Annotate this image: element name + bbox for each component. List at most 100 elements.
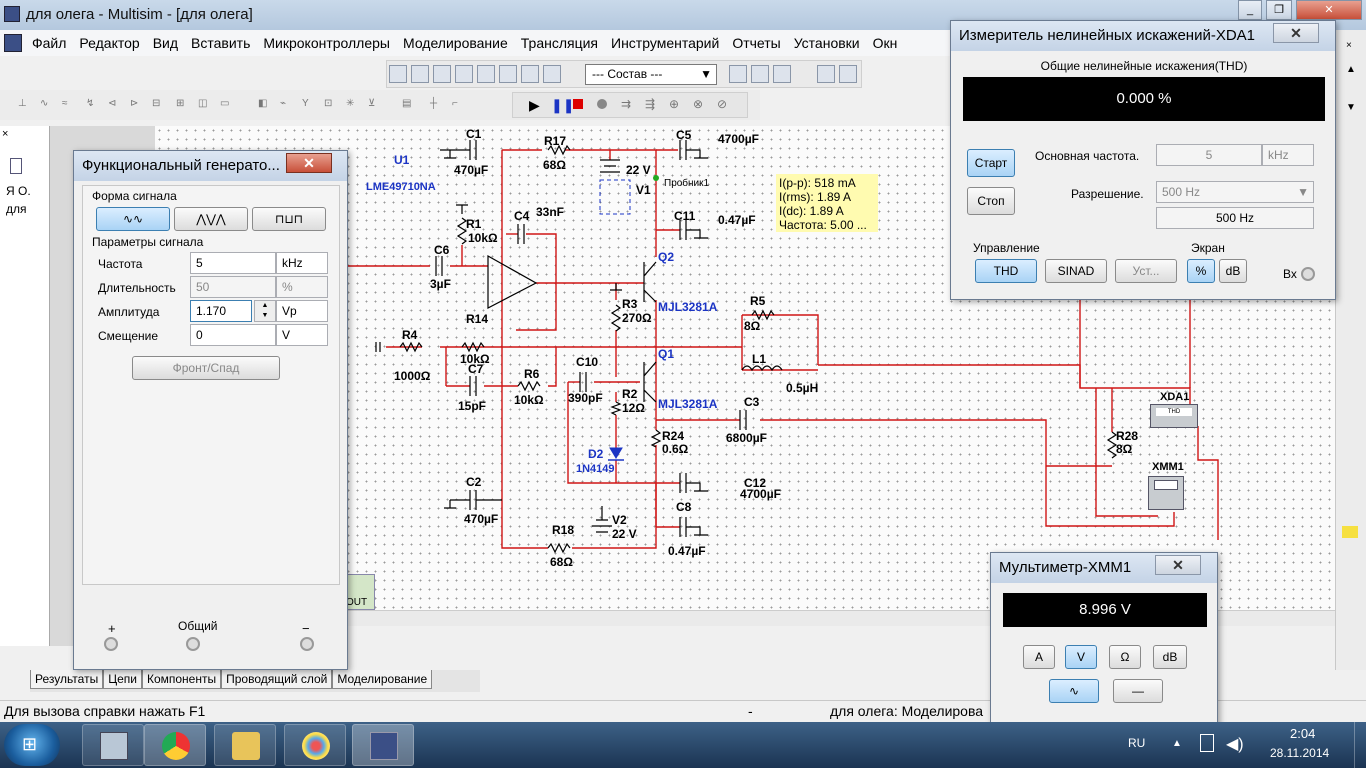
menu-edit[interactable]: Редактор — [79, 35, 140, 51]
run-icon[interactable]: ▶ — [529, 97, 540, 113]
ohm-button[interactable]: Ω — [1109, 645, 1141, 669]
toolbar-icon[interactable] — [751, 65, 769, 83]
probe-marker[interactable] — [653, 175, 659, 181]
component-icon[interactable]: ✳ — [346, 98, 355, 109]
component-icon[interactable]: ⌐ — [452, 98, 458, 109]
chevron-down-icon[interactable]: ▼ — [261, 312, 269, 319]
settings-button[interactable]: Уст... — [1115, 259, 1177, 283]
restore-icon[interactable]: ❐ — [1266, 0, 1292, 20]
thd-button[interactable]: THD — [975, 259, 1037, 283]
breakpoint-icon[interactable] — [597, 99, 607, 109]
percent-button[interactable]: % — [1187, 259, 1215, 283]
zoom-icon[interactable] — [817, 65, 835, 83]
close-icon[interactable]: ✕ — [286, 153, 332, 173]
rise-fall-button[interactable]: Фронт/Спад — [132, 356, 280, 380]
dc-mode-button[interactable]: — — [1113, 679, 1163, 703]
menu-file[interactable]: Файл — [32, 35, 67, 51]
menu-tools[interactable]: Инструментарий — [611, 35, 720, 51]
step-icon[interactable]: ⇉ — [621, 97, 632, 111]
tab-copper-layers[interactable]: Проводящий слой — [221, 670, 333, 689]
offset-unit[interactable]: V — [276, 324, 328, 346]
component-icon[interactable]: ◧ — [258, 98, 268, 109]
menu-view[interactable]: Вид — [152, 35, 179, 51]
taskbar-explorer[interactable] — [214, 724, 276, 766]
menu-transfer[interactable]: Трансляция — [520, 35, 599, 51]
component-icon[interactable]: ⊡ — [324, 98, 333, 109]
volt-button[interactable]: V — [1065, 645, 1097, 669]
taskbar-multisim[interactable] — [352, 724, 414, 766]
component-icon[interactable]: ▭ — [220, 98, 230, 109]
toolbar-icon[interactable] — [433, 65, 451, 83]
toolbar-icon[interactable] — [411, 65, 429, 83]
component-icon[interactable]: ⊳ — [130, 98, 139, 109]
close-window-icon[interactable]: ✕ — [1296, 0, 1362, 20]
frequency-input[interactable]: 5 — [190, 252, 276, 274]
component-icon[interactable]: ⊥ — [18, 98, 27, 109]
toolbar-icon[interactable] — [729, 65, 747, 83]
pause-icon[interactable]: ❚❚ — [551, 97, 575, 113]
start-button[interactable]: ⊞ — [4, 724, 60, 766]
toolbar-icon[interactable] — [773, 65, 791, 83]
component-icon[interactable]: ⊟ — [152, 98, 161, 109]
tab-nets[interactable]: Цепи — [103, 670, 142, 689]
duty-input[interactable]: 50 — [190, 276, 276, 298]
duty-unit[interactable]: % — [276, 276, 328, 298]
component-icon[interactable]: ◫ — [198, 98, 208, 109]
taskbar-paint[interactable] — [284, 724, 346, 766]
ampere-button[interactable]: A — [1023, 645, 1055, 669]
volume-icon[interactable]: ◀) — [1226, 736, 1244, 753]
close-icon[interactable]: ✕ — [1155, 555, 1201, 575]
component-icon[interactable]: ▤ — [402, 98, 412, 109]
component-icon[interactable]: Y — [302, 98, 309, 109]
component-icon[interactable]: ⌁ — [280, 98, 287, 109]
square-wave-button[interactable]: ⊓⊔⊓ — [252, 207, 326, 231]
minus-terminal[interactable] — [300, 637, 314, 651]
tree-item[interactable]: для — [6, 202, 27, 216]
chevron-up-icon[interactable]: ▲ — [261, 302, 269, 309]
mode-select[interactable]: --- Состав ---▼ — [585, 64, 717, 85]
close-icon[interactable]: × — [1346, 40, 1352, 51]
distortion-analyzer-instrument[interactable]: THD — [1148, 390, 1200, 430]
plus-terminal[interactable] — [104, 637, 118, 651]
input-terminal[interactable] — [1301, 267, 1315, 281]
component-icon[interactable]: ∿ — [40, 98, 49, 109]
amplitude-input[interactable]: 1.170 — [190, 300, 252, 322]
toolbar-icon[interactable] — [521, 65, 539, 83]
menu-insert[interactable]: Вставить — [191, 35, 251, 51]
component-icon[interactable]: ↯ — [86, 98, 95, 109]
amplitude-stepper[interactable]: ▲▼ — [254, 300, 276, 322]
probe-icon[interactable]: ⊗ — [693, 97, 704, 111]
menu-reports[interactable]: Отчеты — [732, 35, 781, 51]
probe-readout[interactable]: I(p-p): 518 mA I(rms): 1.89 A I(dc): 1.8… — [776, 174, 878, 232]
step-icon[interactable]: ⇶ — [645, 97, 656, 111]
menu-simulate[interactable]: Моделирование — [403, 35, 508, 51]
menu-window[interactable]: Окн — [872, 35, 898, 51]
ac-mode-button[interactable]: ∿ — [1049, 679, 1099, 703]
chevron-up-icon[interactable]: ▲ — [1172, 738, 1182, 749]
component-icon[interactable]: ┼ — [430, 98, 438, 109]
resolution-select[interactable]: 500 Hz▼ — [1156, 181, 1314, 203]
thd-title[interactable]: Измеритель нелинейных искажений-XDA1 — [951, 21, 1335, 51]
multimeter-instrument[interactable] — [1146, 460, 1186, 512]
taskbar-calculator[interactable] — [82, 724, 144, 766]
db-button[interactable]: dB — [1219, 259, 1247, 283]
toolbar-icon[interactable] — [477, 65, 495, 83]
probe-icon[interactable]: ⊕ — [669, 97, 680, 111]
component-icon[interactable]: ⊲ — [108, 98, 117, 109]
chevron-up-icon[interactable]: ▲ — [1346, 64, 1356, 75]
component-icon[interactable]: ⊞ — [176, 98, 185, 109]
component-icon[interactable]: ≈ — [62, 98, 68, 109]
tab-simulation[interactable]: Моделирование — [332, 670, 433, 689]
toolbar-icon[interactable] — [455, 65, 473, 83]
component-icon[interactable]: ⊻ — [368, 98, 376, 109]
toolbar-icon[interactable] — [499, 65, 517, 83]
frequency-unit[interactable]: kHz — [276, 252, 328, 274]
base-frequency-input[interactable]: 5 — [1156, 144, 1262, 166]
sine-wave-button[interactable]: ∿∿ — [96, 207, 170, 231]
amplitude-unit[interactable]: Vp — [276, 300, 328, 322]
common-terminal[interactable] — [186, 637, 200, 651]
tab-components[interactable]: Компоненты — [141, 670, 222, 689]
db-button[interactable]: dB — [1153, 645, 1187, 669]
vertical-scrollbar[interactable]: × ▲ ▼ — [1335, 30, 1366, 670]
probe-icon[interactable]: ⊘ — [717, 97, 728, 111]
